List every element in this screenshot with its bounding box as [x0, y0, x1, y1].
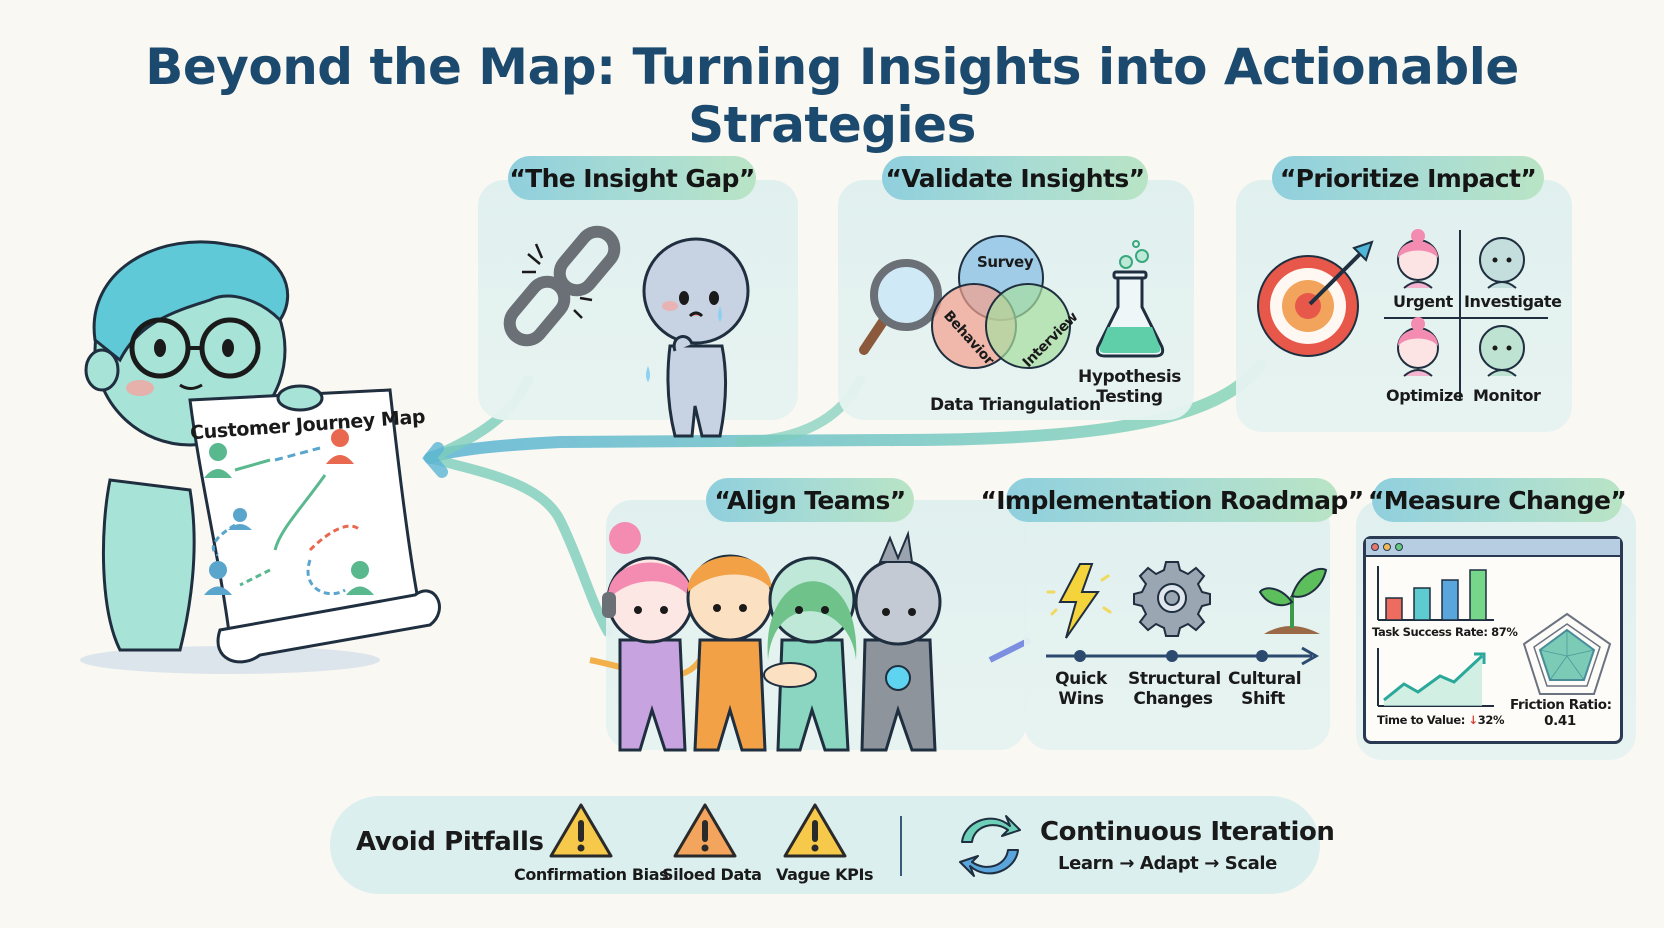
- monitor-avatar: [1479, 325, 1525, 377]
- flask-icon: [1095, 240, 1165, 358]
- character-icon: [80, 240, 441, 674]
- sad-figure-icon: [642, 237, 750, 438]
- team-characters-icon: [589, 522, 1032, 752]
- magnifier-icon: [859, 259, 942, 355]
- continuous-iteration-sub: Learn → Adapt → Scale: [1058, 853, 1277, 874]
- measure-change-heading: “Measure Change”: [1368, 478, 1627, 522]
- quadrant-grid-icon: [1384, 229, 1548, 400]
- investigate-avatar: [1479, 237, 1525, 289]
- testing-line: Testing: [1096, 386, 1163, 407]
- quadrant-optimize: Optimize: [1386, 386, 1464, 405]
- roadmap-icons: [1046, 561, 1328, 666]
- target-icon: [1257, 240, 1374, 357]
- designer-icon: [767, 556, 857, 752]
- prioritize-impact-heading: “Prioritize Impact”: [1272, 156, 1544, 200]
- time-to-value: Time to Value: ↓32%: [1377, 713, 1505, 727]
- roadmap-step-structural-changes: Structural Changes: [1128, 669, 1221, 709]
- warning-icon-siloed-data: [673, 803, 737, 858]
- down-arrow-icon: ↓: [1468, 713, 1479, 727]
- avoid-pitfalls-heading: Avoid Pitfalls: [356, 827, 544, 857]
- worker-icon: [686, 554, 774, 752]
- bar-chart-icon: [1377, 566, 1494, 621]
- quadrant-urgent: Urgent: [1393, 292, 1453, 311]
- pitfall-vague-kpis: Vague KPIs: [776, 865, 874, 884]
- quadrant-monitor: Monitor: [1473, 386, 1541, 405]
- friction-ratio: Friction Ratio: 0.41: [1510, 697, 1612, 729]
- warning-icon-confirmation-bias: [549, 803, 613, 858]
- optimize-avatar: [1397, 317, 1439, 377]
- page-title: Beyond the Map: Turning Insights into Ac…: [145, 38, 1519, 154]
- support-agent-icon: [602, 522, 694, 752]
- quadrant-investigate: Investigate: [1464, 292, 1562, 311]
- validate-insights-heading: “Validate Insights”: [882, 156, 1148, 200]
- window-min-dot: [1383, 543, 1391, 551]
- robot-icon: [854, 530, 942, 752]
- roadmap-heading: “Implementation Roadmap”: [980, 478, 1364, 522]
- pitfall-siloed-data: Siloed Data: [662, 865, 762, 884]
- continuous-iteration-heading: Continuous Iteration: [1040, 817, 1335, 847]
- venn-diagram-icon: [931, 235, 1071, 369]
- refresh-cycle-icon: [959, 815, 1021, 877]
- pitfall-confirmation-bias: Confirmation Bias: [514, 865, 669, 884]
- task-success-rate: Task Success Rate: 87%: [1372, 625, 1518, 639]
- radar-chart-icon: [1522, 612, 1612, 695]
- journey-map-nodes: [204, 429, 374, 596]
- window-close-dot: [1371, 543, 1379, 551]
- window-max-dot: [1395, 543, 1403, 551]
- venn-label-survey: Survey: [977, 253, 1034, 271]
- broken-chain-icon: [503, 225, 621, 347]
- gear-icon: [1133, 561, 1211, 637]
- hypothesis-testing-label: Hypothesis Testing: [1078, 367, 1181, 407]
- insight-gap-heading: “The Insight Gap”: [508, 156, 756, 200]
- warning-icon-vague-kpis: [783, 803, 847, 858]
- urgent-avatar: [1397, 229, 1439, 289]
- bottom-divider: [900, 816, 902, 876]
- hypothesis-line: Hypothesis: [1078, 367, 1181, 387]
- roadmap-step-cultural-shift: Cultural Shift: [1228, 669, 1302, 709]
- align-teams-heading: “Align Teams”: [706, 478, 914, 522]
- line-chart-icon: [1377, 648, 1494, 707]
- lightning-icon: [1046, 563, 1112, 639]
- window-titlebar: [1366, 539, 1620, 557]
- roadmap-step-quick-wins: Quick Wins: [1055, 669, 1107, 709]
- sprout-icon: [1258, 567, 1328, 634]
- data-triangulation-label: Data Triangulation: [930, 395, 1101, 415]
